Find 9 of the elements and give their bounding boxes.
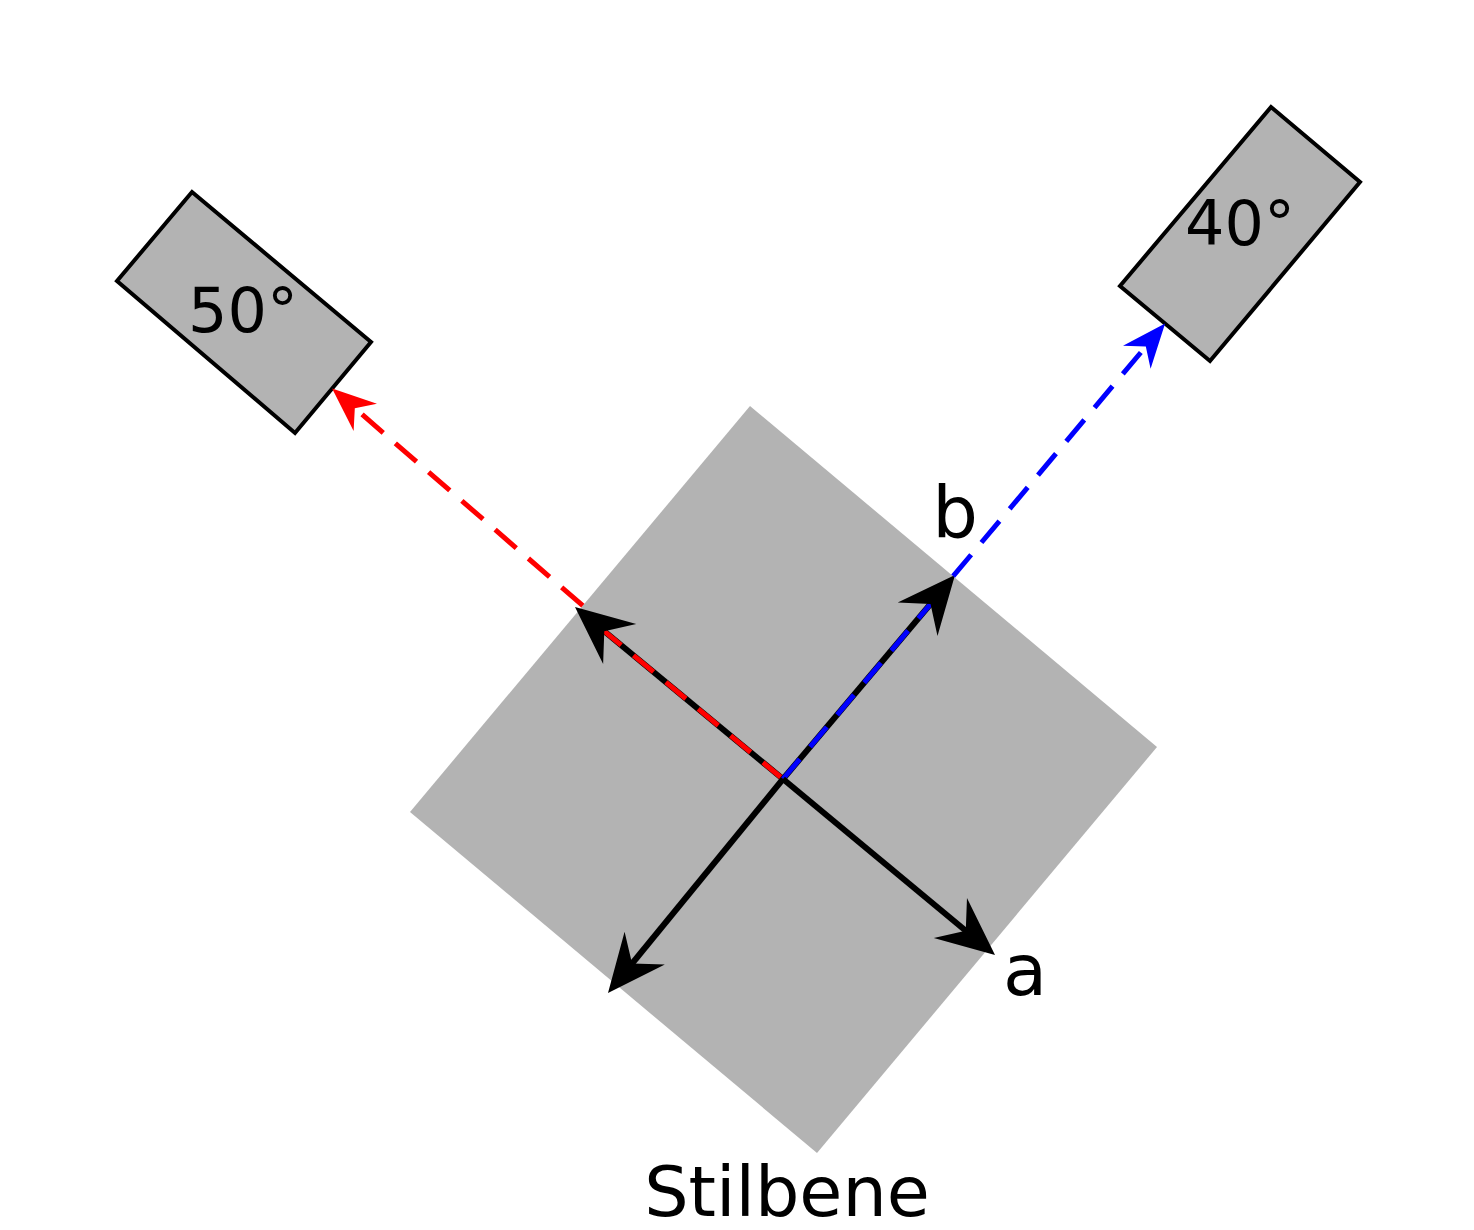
crystal-label: Stilbene: [644, 1157, 930, 1227]
detector-box: [114, 189, 374, 436]
arrow: [951, 323, 1166, 578]
angle-label: 50°: [188, 280, 298, 342]
angle-label: 40°: [1185, 193, 1295, 255]
axis-label: b: [932, 476, 978, 548]
axis-label: a: [1002, 934, 1048, 1006]
detector-box: [1117, 104, 1363, 364]
arrow: [332, 388, 585, 608]
